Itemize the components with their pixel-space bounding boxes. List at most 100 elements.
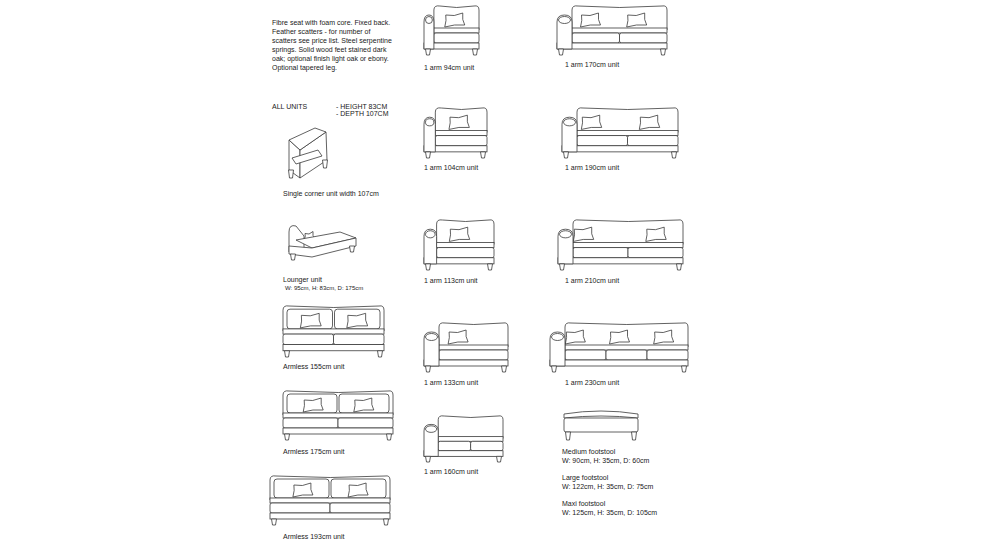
scatter-cushion [565, 330, 585, 344]
sofa-back [573, 220, 683, 245]
seat-cushion [572, 33, 620, 43]
sofa-base [283, 345, 384, 351]
unit-label: Medium footstool [562, 447, 615, 456]
sofa-drawing [270, 476, 390, 525]
seat-cushion [565, 350, 606, 360]
arm-scroll [559, 17, 571, 24]
seat-cushion [620, 33, 668, 43]
sofa-drawing [558, 220, 683, 270]
corner-seat [289, 128, 326, 150]
sofa-base [562, 146, 678, 152]
scatter-cushion [448, 330, 468, 344]
seat-top [572, 28, 667, 33]
scatter-cushion [303, 398, 323, 412]
sofa-base [270, 513, 390, 519]
scatter-cushion [639, 115, 659, 129]
back-cushion [331, 479, 386, 498]
unit-label: Maxi footstool [562, 499, 605, 508]
unit-label: Lounger unit [283, 275, 322, 284]
sofa-foot [661, 49, 666, 55]
sofa-foot [497, 456, 502, 462]
back-cushion [287, 394, 337, 413]
sofa-foot [378, 351, 383, 357]
arm-scroll [560, 231, 572, 238]
seat-top [573, 242, 683, 247]
sofa-arm [424, 117, 435, 152]
sofa-back [434, 6, 479, 30]
sofa-arm [550, 332, 565, 366]
scatter-cushion [573, 227, 593, 241]
sofa-foot [350, 246, 355, 252]
sofa-arm [557, 15, 572, 49]
sofa-arm [424, 332, 439, 366]
sofa-foot [426, 366, 431, 372]
seat-cushion [573, 248, 628, 258]
seat-cushion [283, 334, 334, 344]
sofa-foot [566, 432, 571, 440]
sofa-foot [672, 152, 677, 158]
seat-cushion [577, 136, 628, 146]
sofa-foot [682, 366, 687, 372]
unit-label: - HEIGHT 83CM [336, 102, 387, 111]
back-cushion [287, 309, 333, 329]
unit-label: 1 arm 190cm unit [565, 163, 619, 172]
scatter-cushion [347, 313, 368, 328]
sofa-drawing [424, 323, 508, 372]
arm-scroll [426, 17, 433, 24]
sofa-foot [502, 366, 507, 372]
scatter-cushion [610, 330, 630, 344]
footstool-top [564, 411, 638, 418]
sofa-foot [426, 264, 431, 270]
seat-top [283, 329, 384, 334]
spec-note: Fibre seat with foam core. Fixed back. F… [272, 18, 394, 72]
arm-scroll [564, 119, 576, 126]
back-cushion [274, 479, 329, 498]
seat-cushion [628, 136, 679, 146]
arm-scroll [426, 426, 437, 433]
sofa-back [438, 416, 503, 439]
scatter-cushion [646, 227, 666, 241]
sofa-back [283, 391, 393, 415]
sofa-foot [677, 264, 682, 270]
seat-top [438, 437, 503, 442]
unit-label: 1 arm 170cm unit [565, 60, 619, 69]
sofa-foot [426, 49, 431, 55]
sofa-back [437, 220, 494, 245]
sofa-drawing [424, 220, 494, 270]
seat-cushion [330, 503, 390, 513]
sofa-arm [424, 229, 437, 264]
scatter-cushion [654, 330, 674, 344]
sofa-foot [426, 456, 431, 462]
seat-top [439, 345, 508, 350]
sofa-foot [323, 160, 328, 168]
sofa-foot [387, 434, 392, 440]
unit-label: Large footstool [562, 473, 608, 482]
seat-cushion [283, 418, 338, 428]
scatter-cushion [348, 483, 368, 497]
unit-label: ALL UNITS [272, 102, 307, 111]
seat-cushion [434, 33, 479, 43]
sofa-foot [488, 264, 493, 270]
sofa-foot [552, 366, 557, 372]
sofa-foot [473, 49, 478, 55]
seat-cushion [438, 441, 470, 450]
sofa-drawing [424, 416, 503, 462]
seat-cushion [471, 441, 503, 450]
unit-label: 1 arm 133cm unit [424, 378, 478, 387]
seat-cushion [647, 350, 688, 360]
unit-label: 1 arm 160cm unit [424, 467, 478, 476]
sofa-foot [289, 170, 294, 178]
lounger-base [289, 238, 356, 257]
sofa-arm [562, 117, 577, 152]
seat-top [565, 345, 688, 350]
sofa-foot [560, 264, 565, 270]
scatter-cushion [354, 398, 374, 412]
arm-scroll [426, 334, 438, 341]
sofa-back [435, 108, 487, 133]
seat-cushion [606, 350, 647, 360]
seat-top [434, 28, 479, 33]
seat-cushion [435, 136, 487, 146]
sofa-base [557, 43, 667, 49]
